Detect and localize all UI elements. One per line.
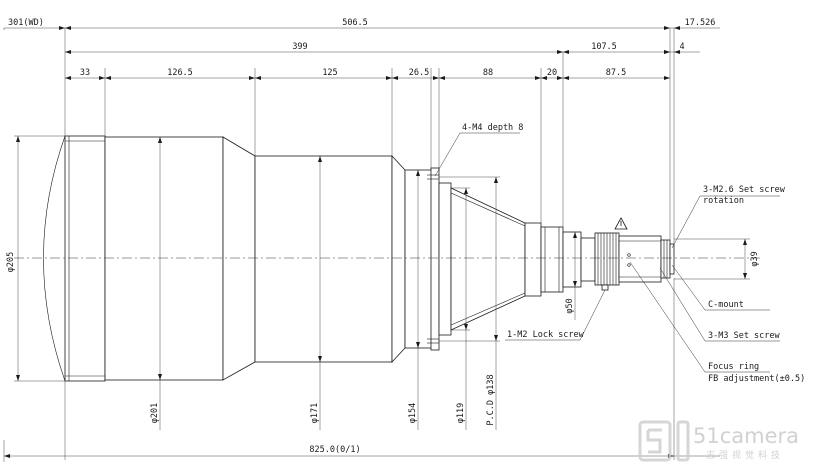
callout-c-mount: C-mount xyxy=(708,300,744,310)
c-mount-thread xyxy=(660,239,671,279)
callout-3-m3-set-screw: 3-M3 Set screw xyxy=(708,331,781,341)
dim-body-length: 399 xyxy=(292,42,307,52)
mount-flange xyxy=(430,167,440,351)
front-barrel xyxy=(64,135,106,382)
warning-triangle-icon xyxy=(614,217,628,230)
lens-body xyxy=(14,135,760,382)
flange-ring xyxy=(438,182,452,336)
extension-lines xyxy=(3,28,675,460)
rear-tube xyxy=(524,222,542,297)
callout-leaders xyxy=(434,132,780,373)
watermark-tagline: 志强视觉科技 xyxy=(706,449,784,461)
barrel-step xyxy=(391,154,406,364)
top-dimension-labels: 301(WD) 506.5 17.526 399 107.5 4 33 126.… xyxy=(8,18,715,78)
dia-50: φ50 xyxy=(565,298,575,313)
barrel-taper xyxy=(222,136,256,381)
rear-sleeve xyxy=(618,235,662,283)
callout-set-screw-rotation-line2: rotation xyxy=(703,196,744,206)
bottom-dimension: 825.0(0/1) xyxy=(3,440,720,462)
dia-154: φ154 xyxy=(408,403,418,423)
dim-mount-thread: 4 xyxy=(679,42,684,52)
watermark-logo: 51camera 志强视觉科技 xyxy=(638,420,799,462)
dim-seg-4: 26.5 xyxy=(409,68,429,78)
dia-119: φ119 xyxy=(456,403,466,423)
main-barrel xyxy=(104,136,224,381)
diameter-labels: φ205 φ201 φ171 φ154 φ119 P.C.D φ138 φ50 … xyxy=(6,251,760,425)
dia-201: φ201 xyxy=(150,403,160,423)
c-mount-lip xyxy=(669,243,675,275)
watermark-brand: 51camera xyxy=(693,424,799,448)
dia-171: φ171 xyxy=(310,403,320,423)
dim-flange-offset: 17.526 xyxy=(685,18,716,28)
neck xyxy=(404,169,436,349)
middle-barrel xyxy=(254,155,393,363)
callout-focus-ring-line1: Focus ring xyxy=(708,362,759,372)
dim-seg-1: 33 xyxy=(80,68,90,78)
dim-rear-length: 107.5 xyxy=(591,42,617,52)
dia-pcd-138: P.C.D φ138 xyxy=(486,374,496,425)
callout-set-screw-rotation-line1: 3-M2.6 Set screw xyxy=(703,185,786,195)
dim-working-distance: 301(WD) xyxy=(8,18,44,28)
dim-seg-5: 88 xyxy=(483,68,493,78)
front-lens-curve xyxy=(43,135,66,382)
dim-overall-length: 506.5 xyxy=(342,18,368,28)
rear-collar xyxy=(540,226,564,293)
callout-focus-ring-line2: FB adjustment(±0.5) xyxy=(708,374,805,384)
callout-lock-screw: 1-M2 Lock screw xyxy=(507,330,585,340)
adapter xyxy=(580,237,596,282)
dia-205: φ205 xyxy=(6,252,16,272)
diameter-dimension-lines xyxy=(14,135,750,430)
callout-labels: 4-M4 depth 8 3-M2.6 Set screw rotation C… xyxy=(462,123,805,384)
lock-screw-head xyxy=(601,284,609,291)
dim-total-length: 825.0(0/1) xyxy=(309,445,360,455)
dim-seg-6: 20 xyxy=(547,68,557,78)
lock-ring xyxy=(562,231,582,288)
callout-4-m4-depth: 4-M4 depth 8 xyxy=(462,123,523,133)
dim-seg-7: 87.5 xyxy=(606,68,626,78)
dim-seg-2: 126.5 xyxy=(167,68,193,78)
focus-ring-knurl xyxy=(597,233,617,285)
dim-seg-3: 125 xyxy=(322,68,337,78)
dia-39: φ39 xyxy=(750,251,760,266)
top-dimension-lines xyxy=(4,26,720,80)
